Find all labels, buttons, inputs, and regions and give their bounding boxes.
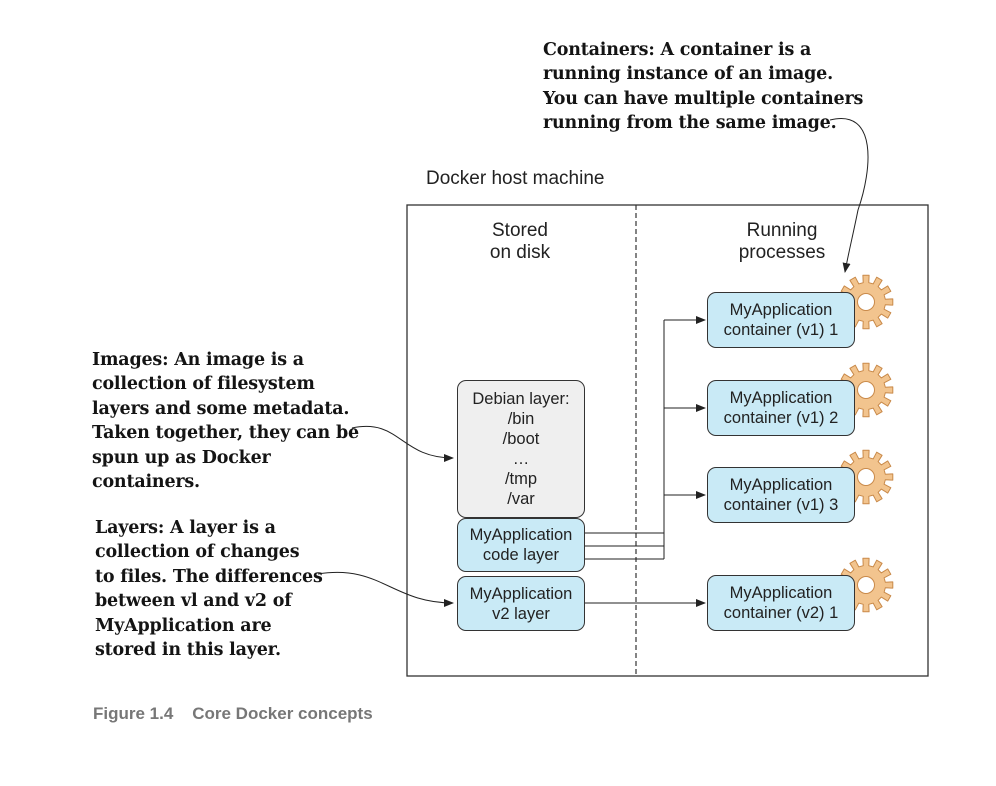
docker-host-title: Docker host machine xyxy=(426,168,605,189)
container-v1-3: MyApplication container (v1) 3 xyxy=(707,467,855,523)
container-v1-2: MyApplication container (v1) 2 xyxy=(707,380,855,436)
container-v1-1: MyApplication container (v1) 1 xyxy=(707,292,855,348)
figure-number: Figure 1.4 xyxy=(93,704,174,723)
images-annotation: Images: An image is a collection of file… xyxy=(92,350,359,493)
containers-pointer xyxy=(829,118,869,273)
layers-annotation: Layers: A layer is a collection of chang… xyxy=(95,518,323,661)
layers-pointer xyxy=(317,572,454,607)
debian-layer: Debian layer: /bin /boot … /tmp /var xyxy=(457,380,585,518)
v2-layer: MyApplication v2 layer xyxy=(457,576,585,631)
stored-on-disk-heading: Stored on disk xyxy=(489,220,551,263)
running-processes-heading: Running processes xyxy=(738,220,826,263)
containers-annotation: Containers: A container is a running ins… xyxy=(543,40,864,134)
figure-title: Core Docker concepts xyxy=(192,704,373,723)
code-layer: MyApplication code layer xyxy=(457,518,585,572)
container-v2-1: MyApplication container (v2) 1 xyxy=(707,575,855,631)
images-pointer xyxy=(351,425,454,462)
docker-host-box xyxy=(406,204,929,677)
figure-caption: Figure 1.4 Core Docker concepts xyxy=(93,704,373,724)
